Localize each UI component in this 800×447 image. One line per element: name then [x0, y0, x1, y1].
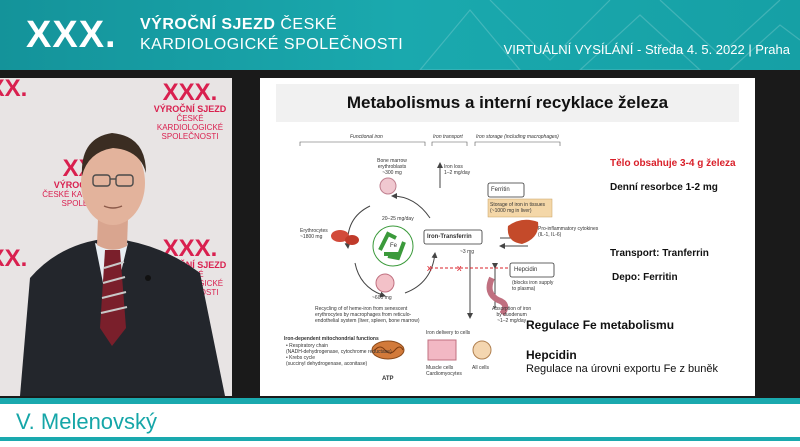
- mito-title: Iron-dependent mitochondrial functions: [284, 336, 379, 342]
- ferritin-label: Ferritin: [491, 187, 510, 193]
- all-cells-label: All cells: [472, 365, 489, 371]
- iron-metabolism-diagram: x x: [299, 141, 561, 361]
- logo-line1: VÝROČNÍ SJEZD ČESKÉ: [140, 16, 337, 34]
- name-bar-bottom-rule: [0, 437, 800, 441]
- fe-label: Fe: [390, 243, 398, 249]
- col-transport: Iron transport: [433, 134, 463, 140]
- macrophage-label: ~600 mg: [372, 295, 392, 301]
- regulation-text: Regulace Fe metabolismu: [526, 318, 675, 332]
- backdrop-logo: XXX.: [0, 245, 28, 272]
- svg-text:x: x: [427, 263, 432, 273]
- atp-label: ATP: [382, 376, 394, 382]
- name-bar-top-strip: [0, 398, 800, 404]
- approx-3mg-label: ~3 mg: [460, 249, 475, 255]
- slide-title: Metabolismus a interní recyklace železa: [346, 93, 669, 112]
- cytokines-label: Pro-inflammatory cytokines(IL-1, IL-6): [538, 226, 599, 238]
- hepcidin-description: Regulace na úrovni exportu Fe z buněk: [526, 363, 719, 375]
- speaker-camera-view: XXX. VÝROČNÍ SJEZD ČESKÉ KARDIOLOGICKÉ S…: [0, 78, 232, 396]
- logo-line2: KARDIOLOGICKÉ SPOLEČNOSTI: [140, 36, 404, 53]
- logo-line1-rest: ČESKÉ: [280, 16, 338, 33]
- mito-items: • Respiratory chain(NADH-dehydrogenase, …: [286, 343, 392, 367]
- delivery-label: Iron delivery to cells: [426, 330, 471, 336]
- erythrocytes-label: Erythrocytes~1800 mg: [300, 228, 328, 240]
- hepcidin-box-label: Hepcidin: [514, 267, 538, 273]
- ferritin-note: Storage of iron in tissues(~1000 mg in l…: [490, 202, 546, 214]
- speaker-name-bar: V. Melenovský: [0, 398, 800, 447]
- col-storage: Iron storage (including macrophages): [476, 134, 559, 140]
- logo-line1-bold: VÝROČNÍ SJEZD: [140, 16, 276, 33]
- body-iron-text: Tělo obsahuje 3-4 g železa: [610, 158, 736, 169]
- resorption-text: Denní resorbce 1-2 mg: [610, 182, 718, 193]
- recycling-note: Recycling of of heme-iron from senescent…: [315, 306, 420, 324]
- logo-xxx: XXX.: [26, 14, 117, 56]
- broadcast-info: VIRTUÁLNÍ VYSÍLÁNÍ - Středa 4. 5. 2022 |…: [503, 42, 790, 57]
- depot-text: Depo: Ferritin: [612, 272, 678, 283]
- backdrop-logo: XXX.: [0, 78, 28, 102]
- iron-transferrin-label: Iron-Transferrin: [427, 234, 472, 240]
- hepcidin-heading: Hepcidin: [526, 348, 577, 362]
- conference-header: XXX. VÝROČNÍ SJEZD ČESKÉ KARDIOLOGICKÉ S…: [0, 0, 800, 70]
- speaker-name: V. Melenovský: [16, 409, 158, 434]
- speaker-figure: [20, 133, 225, 396]
- header-pattern: [419, 0, 800, 70]
- transport-text: Transport: Tranferrin: [610, 248, 709, 259]
- svg-text:x: x: [457, 263, 462, 273]
- presentation-slide: Metabolismus a interní recyklace železa …: [260, 78, 755, 396]
- backdrop-logo: XXX. VÝROČNÍ SJEZD ČESKÉ KARDIOLOGICKÉ S…: [153, 79, 227, 142]
- col-functional: Functional iron: [350, 134, 383, 140]
- slide-title-bar: Metabolismus a interní recyklace železa: [276, 84, 739, 122]
- flow-label: 20–25 mg/day: [382, 216, 414, 222]
